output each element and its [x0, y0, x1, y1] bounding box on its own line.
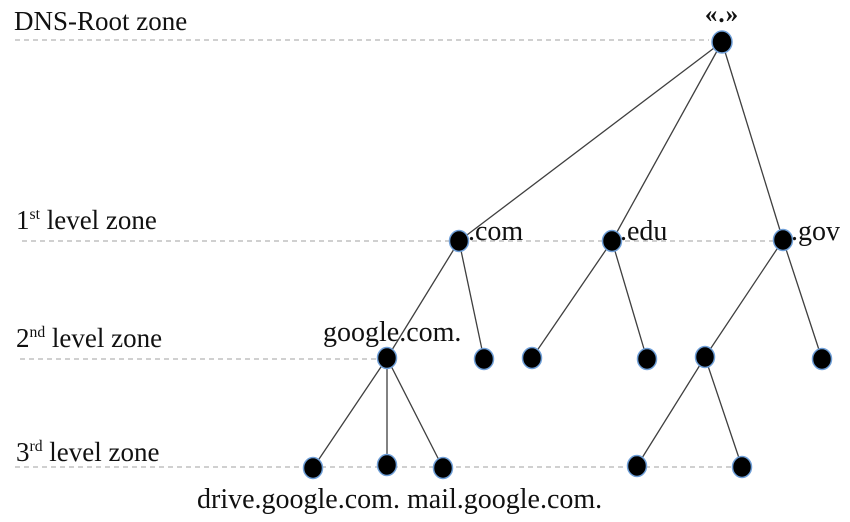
zone-label-dns-root-text: DNS-Root zone: [14, 6, 188, 36]
edge-gov-child-1-gov-grandchild-2: [704, 356, 743, 468]
node-drive-node: [302, 456, 324, 480]
zone-label-2nd-level: 2nd level zone: [16, 323, 163, 354]
zone-label-1st-ordinal: st: [29, 206, 40, 223]
google-node-label: google.com.: [323, 317, 462, 348]
edu-node-label: .edu: [620, 216, 668, 247]
node-root: [711, 30, 733, 54]
gov-node-label: .gov: [791, 216, 840, 247]
edge-google-mail-node: [386, 357, 444, 469]
node-gov-grandchild-2: [731, 455, 753, 479]
zone-label-3rd-ordinal: rd: [29, 438, 43, 455]
edge-gov-gov-child-2: [782, 239, 823, 360]
zone-label-3rd-level: 3rd level zone: [16, 437, 160, 468]
zone-label-1st-rest: level zone: [39, 205, 157, 235]
node-com: [448, 229, 470, 253]
zone-label-3rd-rest: level zone: [42, 437, 160, 467]
node-edu-child-2: [636, 347, 658, 371]
edge-com-google: [386, 240, 460, 359]
zone-label-1st-num: 1: [16, 205, 30, 235]
node-gov-child-1: [694, 345, 716, 369]
node-edu-child-1: [521, 346, 543, 370]
zone-label-2nd-ordinal: nd: [29, 324, 46, 341]
com-node-label: .com: [468, 216, 524, 247]
zone-label-3rd-num: 3: [16, 437, 30, 467]
drive-node-label: drive.google.com.: [197, 484, 400, 515]
node-gov-grandchild-1: [626, 454, 648, 478]
edge-gov-child-1-gov-grandchild-1: [636, 356, 706, 467]
mail-node-label: mail.google.com.: [407, 484, 603, 515]
zone-label-2nd-num: 2: [16, 323, 30, 353]
edge-edu-edu-child-2: [611, 240, 648, 360]
node-mail-node: [432, 456, 454, 480]
edge-edu-edu-child-1: [531, 240, 613, 359]
edge-root-com: [458, 41, 723, 242]
node-gov: [772, 228, 794, 252]
zone-label-2nd-rest: level zone: [45, 323, 163, 353]
edge-root-edu: [611, 41, 723, 242]
edge-com-com-child-2: [458, 240, 485, 360]
zone-label-1st-level: 1st level zone: [16, 205, 157, 236]
edge-root-gov: [721, 41, 784, 241]
node-gov-child-2: [811, 347, 833, 371]
edge-gov-gov-child-1: [704, 239, 784, 358]
edge-google-drive-node: [312, 357, 388, 469]
node-edu: [601, 229, 623, 253]
node-google-child-2: [376, 453, 398, 477]
node-com-child-2: [473, 347, 495, 371]
node-google: [376, 346, 398, 370]
zone-label-dns-root: DNS-Root zone: [14, 6, 188, 37]
root-node-label: «.»: [704, 1, 740, 28]
